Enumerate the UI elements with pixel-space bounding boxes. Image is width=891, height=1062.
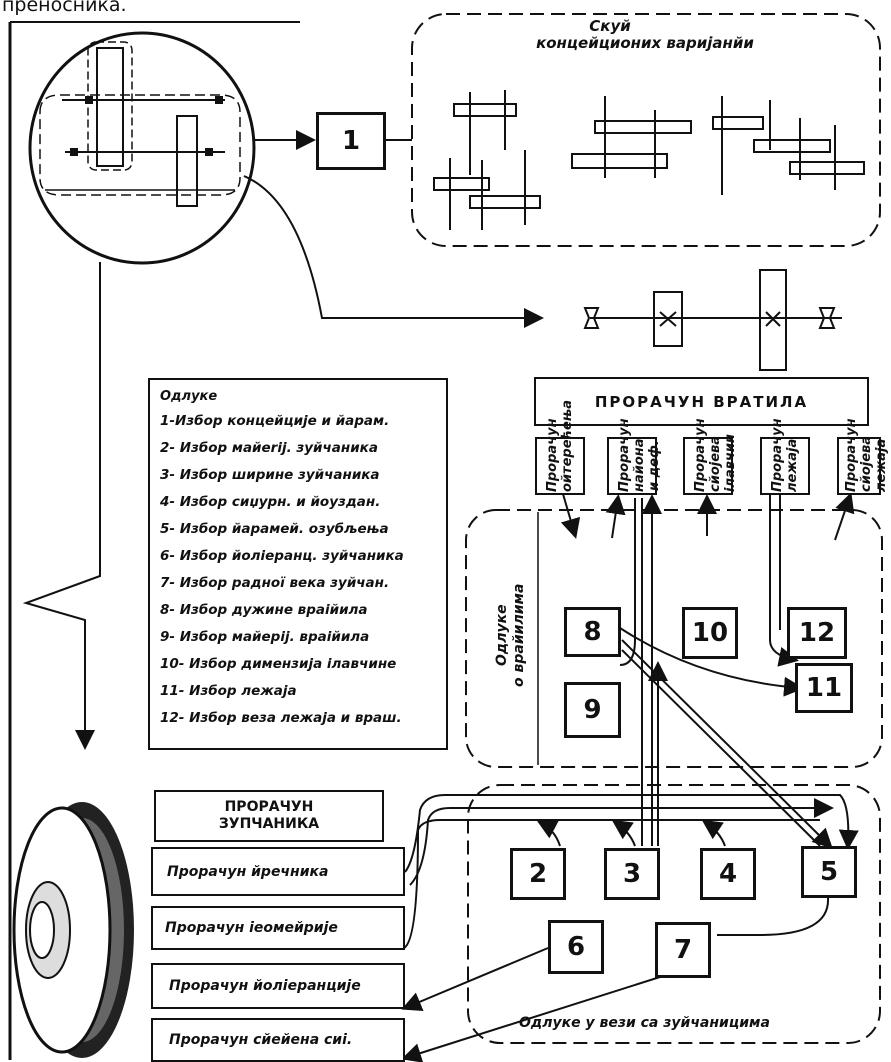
decision-box-7: 7: [655, 922, 711, 978]
decision-box-5: 5: [801, 846, 857, 898]
decision-box-9: 9: [564, 682, 621, 738]
shaft-calc-title: ПРОРАЧУН ВРАТИЛА: [534, 377, 869, 426]
shaft-sketch: [583, 269, 842, 371]
step-box-1: 1: [316, 112, 386, 170]
decision-box-12: 12: [787, 607, 847, 659]
gear-calc-item-3: Прорачун йоліеранције: [151, 963, 405, 1009]
shaft-calc-col-2: [607, 437, 657, 495]
shaft-calc-col-3: [683, 437, 733, 495]
decision-box-11: 11: [795, 663, 853, 713]
shaft-calc-col-4: [760, 437, 810, 495]
decision-item-7: 7- Избор радної века зуйчан.: [160, 575, 390, 591]
shaft-calc-col-1: [535, 437, 585, 495]
decision-box-6: 6: [548, 920, 604, 974]
gear-calc-title: ПРОРАЧУН ЗУПЧАНИКА: [154, 790, 384, 842]
gearbox-sketch: [28, 31, 256, 265]
variants-title-2: концейционих варијанйи: [536, 34, 754, 52]
variants-title-1: Скуй: [589, 17, 631, 35]
variant-sketches: [433, 90, 865, 230]
decision-item-11: 11- Избор лежаја: [160, 683, 297, 699]
decision-item-5: 5- Избор йарамей. озубљења: [160, 521, 389, 537]
shaft-calc-col-5: [837, 437, 881, 495]
decision-box-8: 8: [564, 607, 621, 657]
decision-box-2: 2: [510, 848, 566, 900]
decision-box-4: 4: [700, 848, 756, 900]
decision-item-9: 9- Избор майеріј. враійила: [160, 629, 370, 645]
decision-item-4: 4- Избор сиџурн. и йоуздан.: [160, 494, 381, 510]
decision-box-3: 3: [604, 848, 660, 900]
gear-calc-item-2: Прорачун іеомейрије: [151, 906, 405, 950]
decision-item-3: 3- Избор ширине зуйчаника: [160, 467, 380, 483]
gear-decisions-label: Одлуке у вези са зуйчаницима: [519, 1015, 770, 1031]
decision-item-1: 1-Избор концейције и йарам.: [160, 413, 390, 429]
decision-item-6: 6- Избор йоліеранц. зуйчаника: [160, 548, 404, 564]
gear-calc-item-4: Прорачун сйейена сиі.: [151, 1018, 405, 1062]
gear-wheel-drawing: [12, 802, 134, 1058]
decision-item-2: 2- Избор майеrij. зуйчаника: [160, 440, 378, 456]
decision-item-10: 10- Избор димензија ілавчине: [160, 656, 397, 672]
decision-box-10: 10: [682, 607, 738, 659]
header-fragment: преносника.: [2, 0, 127, 16]
decisions-legend: Одлуке 1-Избор концейције и йарам. 2- Из…: [148, 378, 448, 750]
gear-calc-item-1: Прорачун йречника: [151, 847, 405, 896]
decision-item-8: 8- Избор дужине враійила: [160, 602, 368, 618]
decisions-title: Одлуке: [160, 389, 218, 404]
decision-item-12: 12- Избор веза лежаја и враш.: [160, 710, 402, 726]
